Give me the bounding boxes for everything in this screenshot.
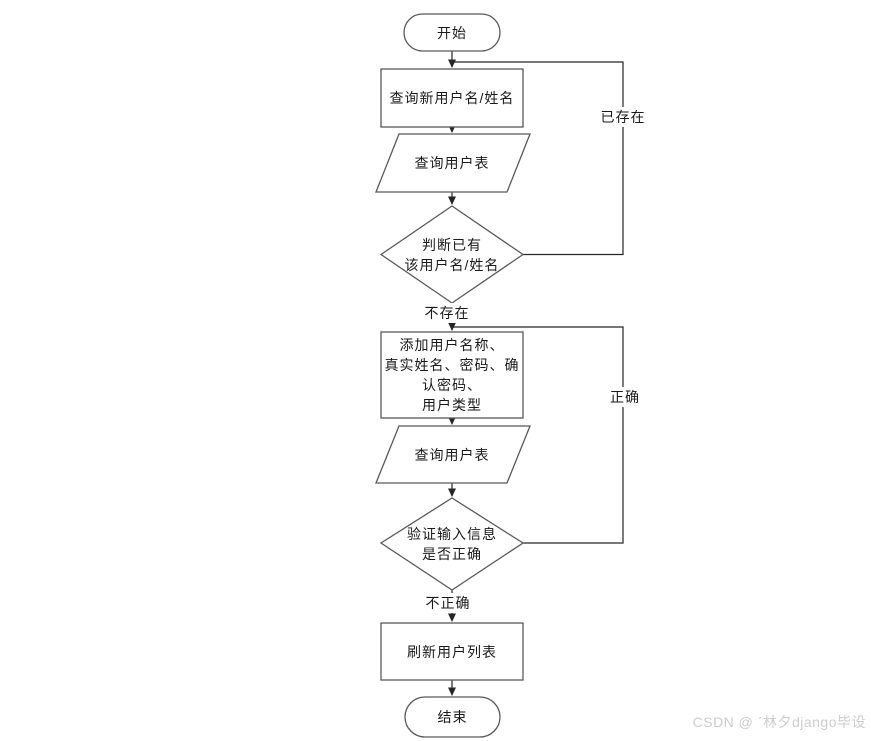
- process-query-new-user-shape: [380, 68, 524, 128]
- decision-check-existing-label: 判断已有 该用户名/姓名: [404, 236, 500, 273]
- process-add-user-info-label: 添加用户名称、 真实姓名、密码、确 认密码、 用户类型: [384, 337, 520, 413]
- process-refresh-user-list-shape: [380, 622, 524, 681]
- terminator-end-shape: [404, 696, 501, 738]
- decision-validate-input-shape: [379, 497, 525, 591]
- process-refresh-user-list-label: 刷新用户列表: [407, 643, 497, 660]
- edge-label-exists: 已存在: [598, 107, 648, 127]
- terminator-end-label: 结束: [437, 709, 468, 725]
- data-query-user-table-1-shape: [375, 133, 531, 193]
- data-query-user-table-2-label: 查询用户表: [414, 446, 490, 463]
- edge-label-correct: 正确: [608, 387, 642, 407]
- edge-exists-feedback: [452, 61, 624, 256]
- terminator-start-label: 开始: [437, 24, 467, 41]
- csdn-watermark: CSDN @ ˊ林夕django毕设: [692, 714, 866, 730]
- data-query-user-table-2-shape: [375, 425, 531, 484]
- process-query-new-user-label: 查询新用户名/姓名: [389, 90, 515, 106]
- data-query-user-table-1-label: 查询用户表: [414, 155, 490, 171]
- edge-label-incorrect: 不正确: [423, 593, 473, 613]
- edge-label-not-exists: 不存在: [422, 303, 472, 323]
- decision-validate-input-label: 验证输入信息 是否正确: [407, 526, 497, 562]
- process-add-user-info-shape: [380, 331, 524, 419]
- edge-correct-feedback: [452, 326, 624, 544]
- terminator-start-shape: [403, 13, 501, 52]
